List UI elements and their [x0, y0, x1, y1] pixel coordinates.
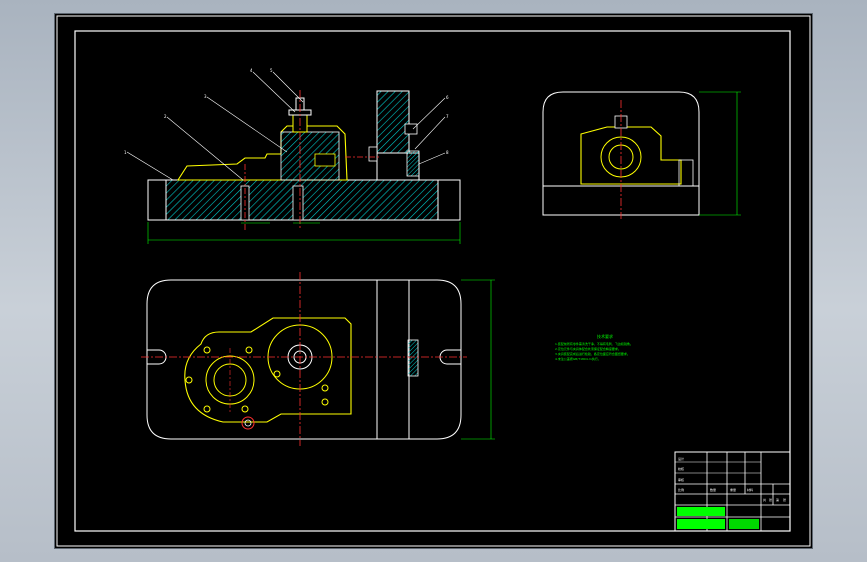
title-block[interactable]: 设计 校核 审核 比例 数量 重量 材料 共 张 第 张 [674, 451, 791, 532]
support-insert [406, 150, 420, 177]
title-block-green-cell-1 [677, 507, 725, 516]
leader-8 [418, 152, 446, 165]
title-block-green-cell-2 [677, 519, 725, 529]
leader-label-6: 6 [446, 95, 449, 100]
support-screw [404, 123, 418, 135]
bolt-hole-8 [321, 398, 329, 406]
tb-cell-weight: 重量 [730, 487, 736, 492]
inner-frame [74, 30, 791, 532]
leader-label-3: 3 [204, 94, 207, 99]
drawing-canvas[interactable]: 1 2 3 4 5 6 7 8 [55, 14, 812, 548]
notes-heading: 技术要求 [597, 333, 613, 339]
top-view-base-outline [146, 279, 462, 440]
tb-cell-scale: 比例 [678, 487, 684, 492]
technical-notes: 技术要求 1.装配前所有零件需清洗干净，不得有毛刺、飞边和锐角。 2.定位元件与… [555, 333, 633, 361]
tb-cell-qty: 数量 [710, 487, 716, 492]
leader-4 [252, 71, 296, 113]
leader-5 [272, 71, 304, 103]
notes-line-4: 4.未注公差按GB/T1804-m执行。 [555, 356, 601, 361]
bolt-hole-2 [203, 346, 211, 354]
bolt-hole-4 [203, 405, 211, 413]
base-plate-left-lug [147, 179, 167, 221]
locating-pin-top-inner [244, 419, 252, 427]
leader-label-1: 1 [124, 150, 127, 155]
notes-line-3: 3.夹具装配完成后进行检验，各定位面应符合图纸要求。 [555, 351, 630, 356]
cad-drawing-viewport[interactable]: 1 2 3 4 5 6 7 8 [55, 14, 812, 548]
leader-label-4: 4 [250, 68, 253, 73]
leader-6 [412, 97, 446, 130]
leader-1 [126, 151, 174, 181]
leader-7 [414, 116, 446, 150]
base-plate-section [147, 179, 461, 221]
top-view-workpiece [184, 317, 352, 423]
leader-2 [166, 116, 244, 181]
top-view-insert [407, 339, 419, 377]
tb-cell-sheets: 张 [769, 497, 772, 502]
locating-pin-top [241, 416, 255, 430]
notes-line-1: 1.装配前所有零件需清洗干净，不得有毛刺、飞边和锐角。 [555, 341, 633, 346]
leader-label-2: 2 [164, 114, 167, 119]
title-block-border [674, 451, 791, 532]
front-view[interactable]: 1 2 3 4 5 6 7 8 [124, 68, 461, 244]
tb-cell-review: 审核 [678, 477, 684, 482]
top-view[interactable] [141, 272, 495, 446]
bolt-hole-3 [245, 346, 253, 354]
bolt-hole-7 [321, 384, 329, 392]
bolt-hole-6 [273, 370, 281, 378]
side-view[interactable] [542, 91, 741, 219]
bolt-hole-1 [185, 376, 193, 384]
leader-label-8: 8 [446, 150, 449, 155]
bolt-hole-5 [241, 405, 249, 413]
tb-cell-design: 设计 [678, 456, 684, 461]
side-view-body [542, 91, 700, 216]
tb-cell-total: 共 [763, 497, 766, 502]
tb-cell-material: 材料 [747, 487, 753, 492]
side-view-workpiece [580, 126, 682, 185]
leader-3 [206, 96, 288, 153]
notes-line-2: 2.定位元件与夹具体配合处须保证配合精度要求。 [555, 346, 621, 351]
tb-cell-sheet-no: 第 [776, 497, 779, 502]
side-screw-head [368, 146, 378, 162]
base-hole-center [292, 185, 304, 221]
tb-cell-check: 校核 [678, 466, 684, 471]
support-block-upper [376, 90, 410, 154]
leader-label-5: 5 [270, 68, 273, 73]
leader-label-7: 7 [446, 114, 449, 119]
top-view-bore-large-inner [213, 363, 247, 397]
tb-cell-sheet: 张 [783, 497, 786, 502]
outer-border [56, 15, 811, 547]
side-view-support [678, 159, 694, 187]
base-plate-right-lug [437, 179, 461, 221]
workpiece-boss [314, 153, 336, 167]
title-block-green-cell-3 [729, 519, 759, 529]
